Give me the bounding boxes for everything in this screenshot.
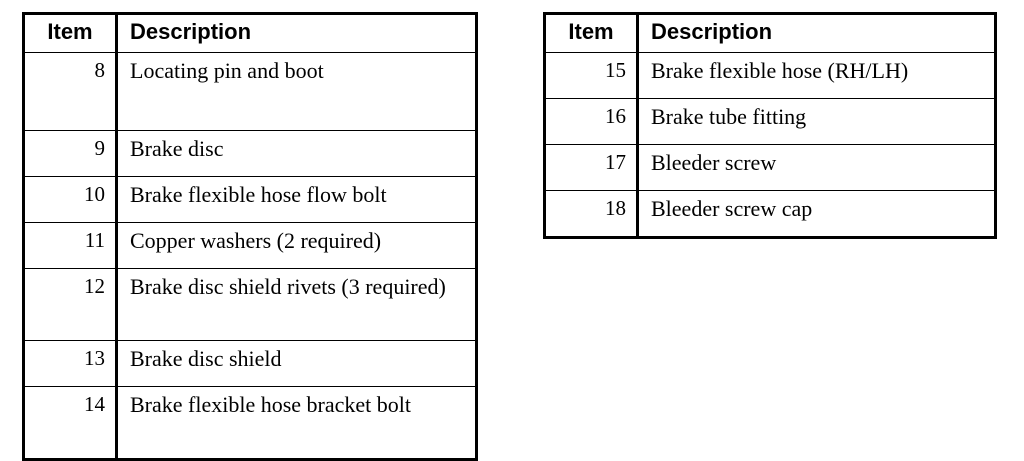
table-row: 13 Brake disc shield	[23, 340, 477, 387]
header-row: Item Description	[544, 13, 996, 53]
table-row: 15 Brake flexible hose (RH/LH)	[544, 52, 996, 99]
item-description: Brake disc shield rivets (3 required)	[116, 268, 477, 341]
column-header-description: Description	[637, 13, 996, 53]
item-description: Brake flexible hose bracket bolt	[116, 386, 477, 460]
item-description: Copper washers (2 required)	[116, 222, 477, 269]
item-description: Brake flexible hose (RH/LH)	[637, 52, 996, 99]
item-description: Bleeder screw cap	[637, 190, 996, 238]
item-number: 9	[23, 130, 118, 177]
item-number: 16	[544, 98, 639, 145]
table-body-left: 8 Locating pin and boot 9 Brake disc 10 …	[23, 52, 477, 460]
parts-table-right: Item Description 15 Brake flexible hose …	[543, 12, 997, 239]
item-description: Brake disc shield	[116, 340, 477, 387]
table-row: 16 Brake tube fitting	[544, 98, 996, 145]
item-description: Locating pin and boot	[116, 52, 477, 131]
parts-table-left: Item Description 8 Locating pin and boot…	[22, 12, 478, 461]
table-body-right: 15 Brake flexible hose (RH/LH) 16 Brake …	[544, 52, 996, 238]
item-description: Brake tube fitting	[637, 98, 996, 145]
table-row: 8 Locating pin and boot	[23, 52, 477, 131]
table-header-right: Item Description	[544, 13, 996, 53]
column-header-item: Item	[544, 13, 639, 53]
item-number: 14	[23, 386, 118, 460]
table-row: 17 Bleeder screw	[544, 144, 996, 191]
header-row: Item Description	[23, 13, 477, 53]
table-header-left: Item Description	[23, 13, 477, 53]
table-row: 9 Brake disc	[23, 130, 477, 177]
table-row: 12 Brake disc shield rivets (3 required)	[23, 268, 477, 341]
item-description: Brake flexible hose flow bolt	[116, 176, 477, 223]
item-description: Bleeder screw	[637, 144, 996, 191]
item-number: 18	[544, 190, 639, 238]
item-number: 17	[544, 144, 639, 191]
column-header-description: Description	[116, 13, 477, 53]
item-number: 15	[544, 52, 639, 99]
item-number: 10	[23, 176, 118, 223]
table-row: 10 Brake flexible hose flow bolt	[23, 176, 477, 223]
item-description: Brake disc	[116, 130, 477, 177]
table-row: 14 Brake flexible hose bracket bolt	[23, 386, 477, 460]
table-row: 18 Bleeder screw cap	[544, 190, 996, 238]
item-number: 12	[23, 268, 118, 341]
column-header-item: Item	[23, 13, 118, 53]
item-number: 11	[23, 222, 118, 269]
item-number: 13	[23, 340, 118, 387]
item-number: 8	[23, 52, 118, 131]
table-row: 11 Copper washers (2 required)	[23, 222, 477, 269]
